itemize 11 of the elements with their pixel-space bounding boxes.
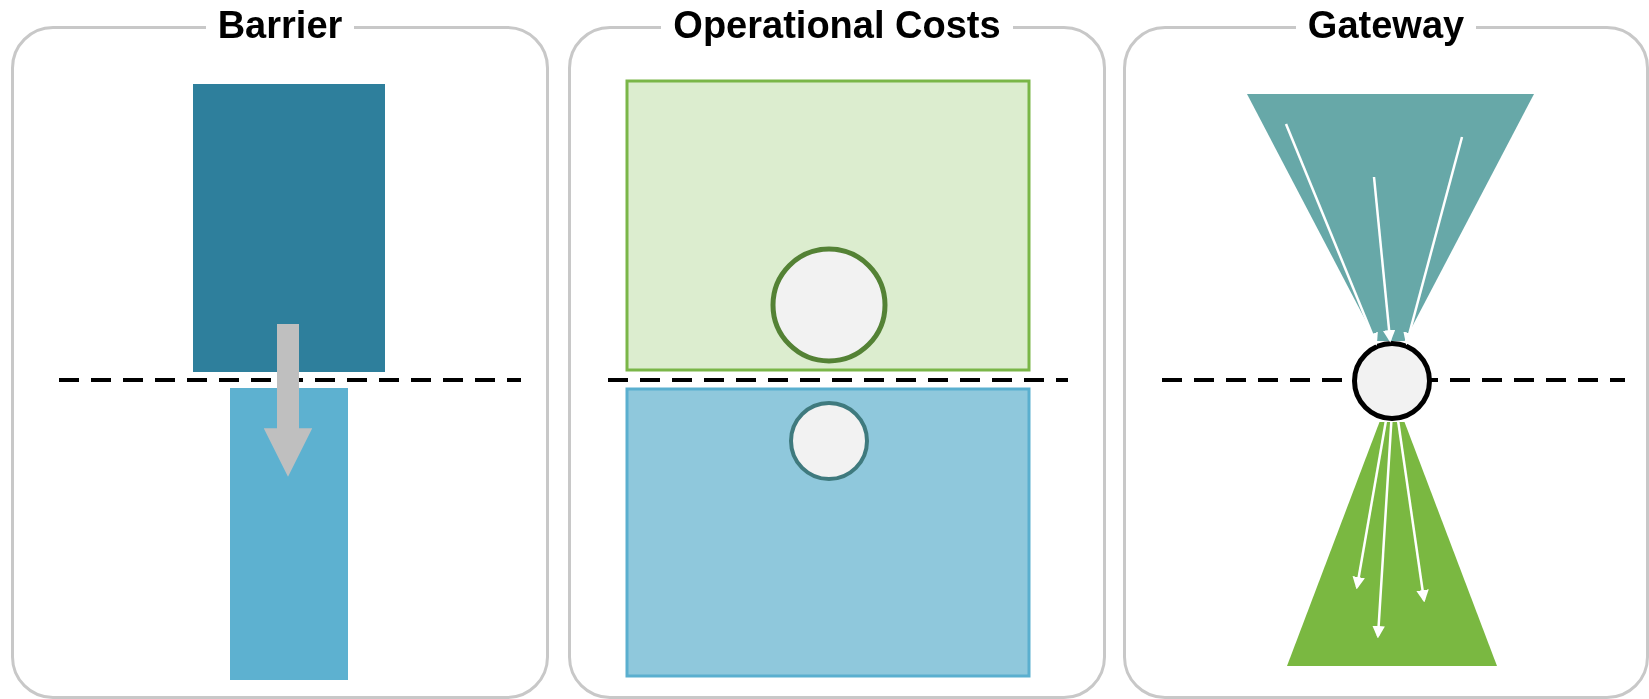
block	[230, 388, 348, 680]
arrow	[1352, 421, 1388, 590]
arrow	[1372, 176, 1396, 343]
block-arrow	[263, 324, 313, 477]
block	[193, 84, 385, 372]
funnel-triangle	[1247, 94, 1534, 341]
arrow	[1372, 421, 1393, 639]
arrow	[1284, 123, 1378, 346]
arrow	[1396, 421, 1429, 603]
arrow	[1403, 136, 1464, 346]
funnel-triangle	[1287, 422, 1497, 666]
